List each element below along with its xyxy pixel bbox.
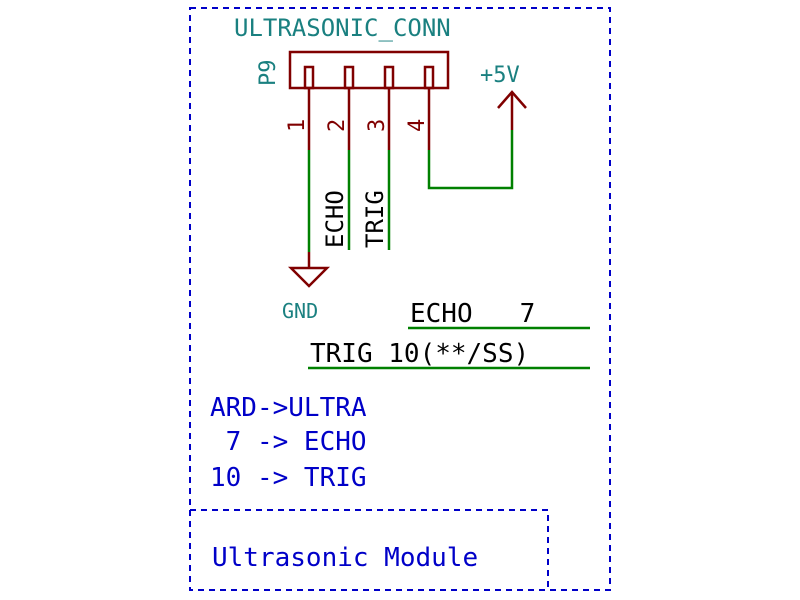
- connector-body: [288, 50, 450, 90]
- pin-number-4: 4: [405, 119, 430, 132]
- mapping-label-echo: ECHO 7: [410, 299, 535, 329]
- connector-pin-markers: [303, 65, 435, 90]
- pin-marker-4: [423, 65, 435, 90]
- sheet-title: Ultrasonic Module: [212, 543, 478, 573]
- pin-number-2: 2: [325, 119, 350, 132]
- ground-triangle: [287, 266, 331, 288]
- wire-5v: [427, 130, 514, 190]
- note-line-2: 7 -> ECHO: [210, 427, 367, 457]
- title-block-frame: [190, 509, 549, 590]
- net-label-echo: ECHO: [321, 190, 349, 248]
- mapping-label-trig: TRIG 10(**/SS): [310, 339, 529, 369]
- pin-number-1: 1: [285, 119, 310, 132]
- note-line-3: 10 -> TRIG: [210, 463, 367, 493]
- power-5v-arrow: [497, 90, 527, 109]
- pin-marker-1: [303, 65, 315, 90]
- power-5v-symbol: [497, 90, 527, 130]
- net-label-trig: TRIG: [361, 190, 389, 248]
- note-line-1: ARD->ULTRA: [210, 393, 367, 423]
- connector-name: ULTRASONIC_CONN: [234, 14, 451, 42]
- ground-label: GND: [282, 299, 318, 323]
- pin-marker-3: [383, 65, 395, 90]
- pin-marker-2: [343, 65, 355, 90]
- power-5v-label: +5V: [480, 63, 520, 88]
- ground-symbol: [287, 252, 331, 288]
- sheet-frame: [189, 7, 611, 591]
- pin-number-3: 3: [365, 119, 390, 132]
- connector-reference: P9: [256, 60, 281, 87]
